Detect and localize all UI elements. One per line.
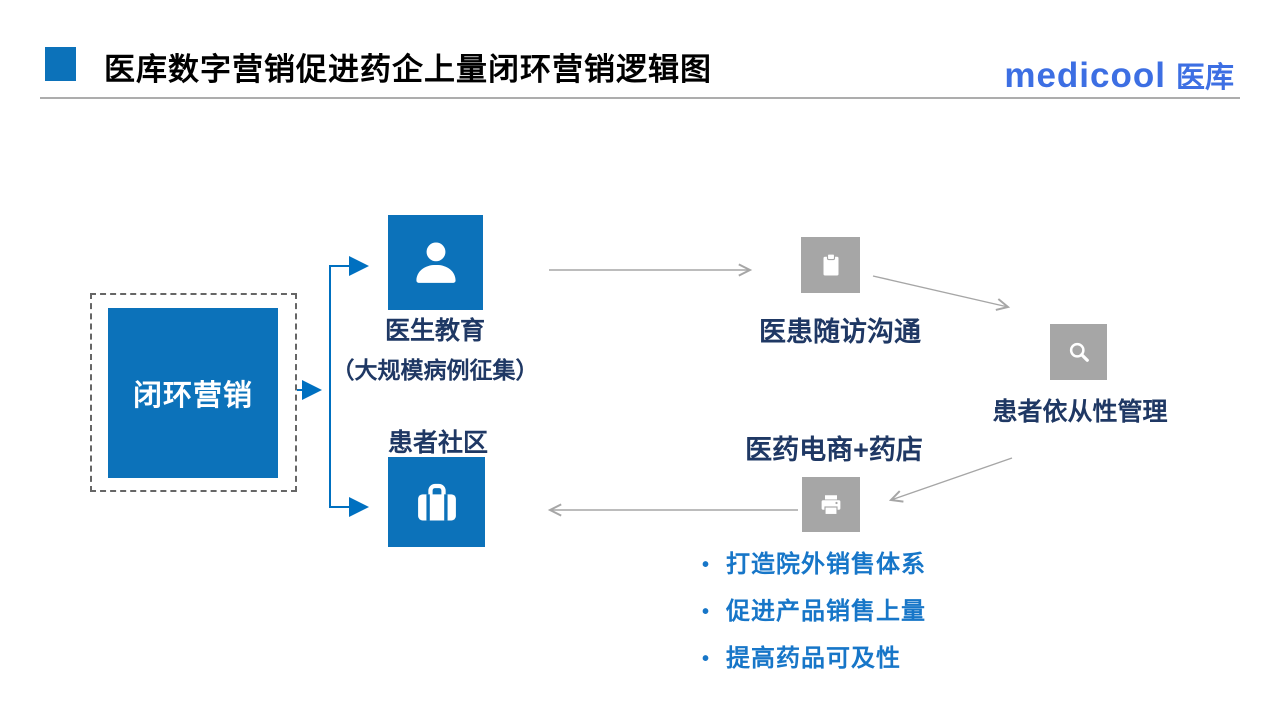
- closed-loop-marketing-box: 闭环营销: [108, 308, 278, 478]
- benefit-text: 提高药品可及性: [726, 645, 902, 672]
- logo-text-cn: 医库: [1175, 62, 1234, 94]
- list-item: • 提高药品可及性: [702, 645, 926, 673]
- compliance-label: 患者依从性管理: [992, 398, 1168, 426]
- search-icon: [1069, 342, 1089, 362]
- doctor-education-label-main: 医生教育: [384, 317, 485, 345]
- logo-text-en: medicool: [1004, 56, 1166, 95]
- medicool-logo: medicool 医库: [1004, 54, 1234, 96]
- arrow-followup-to-compliance: [872, 275, 1011, 311]
- benefit-text: 打造院外销售体系: [726, 551, 927, 578]
- pharmacy-box: [802, 477, 860, 532]
- followup-box: [801, 237, 860, 293]
- clipboard-icon: [823, 253, 838, 276]
- patient-community-box: [388, 457, 485, 547]
- benefit-text: 促进产品销售上量: [726, 598, 927, 625]
- list-item: • 促进产品销售上量: [702, 598, 926, 626]
- header-divider: [40, 97, 1240, 99]
- closed-loop-label: 闭环营销: [132, 380, 253, 412]
- printer-icon: [821, 494, 841, 515]
- doctor-education-box: [388, 215, 483, 310]
- patient-community-label: 患者社区: [388, 429, 489, 457]
- list-item: • 打造院外销售体系: [702, 551, 926, 579]
- followup-label: 医患随访沟通: [759, 317, 921, 347]
- doctor-education-label-sub: （大规模病例征集）: [331, 357, 539, 383]
- briefcase-icon: [417, 483, 456, 521]
- benefit-list: • 打造院外销售体系 • 促进产品销售上量 • 提高药品可及性: [702, 551, 926, 692]
- bullet-dot: •: [702, 554, 710, 576]
- title-bullet-square: [45, 47, 76, 81]
- bullet-dot: •: [702, 648, 710, 670]
- page-title: 医库数字营销促进药企上量闭环营销逻辑图: [104, 52, 712, 87]
- bullet-dot: •: [702, 601, 710, 623]
- closed-loop-outline: 闭环营销: [90, 293, 297, 492]
- doctor-education-label: 医生教育 （大规模病例征集）: [285, 311, 585, 385]
- person-icon: [415, 241, 456, 283]
- pharmacy-label: 医药电商+药店: [745, 435, 923, 465]
- compliance-box: [1050, 324, 1107, 380]
